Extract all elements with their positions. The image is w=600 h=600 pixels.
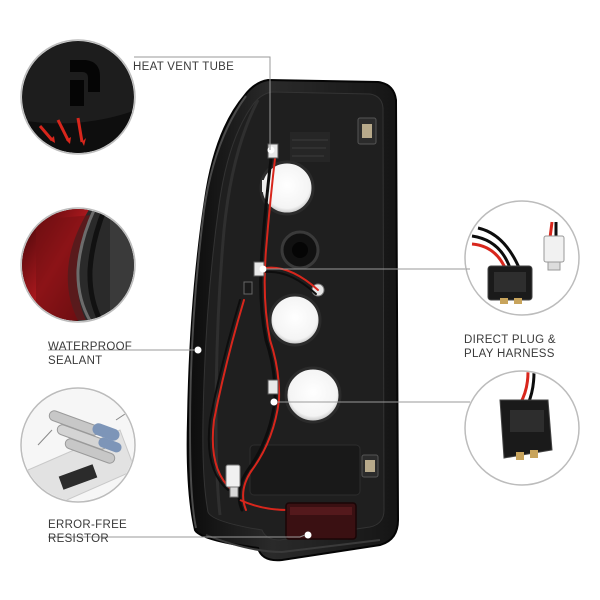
- bulb-socket-bottom: [284, 366, 342, 424]
- waterproof-sealant-label: WATERPROOF SEALANT: [48, 341, 133, 367]
- error-free-resistor-label: ERROR-FREE RESISTOR: [48, 519, 128, 545]
- right-connector-lines: [466, 268, 470, 403]
- heat-vent-tube-label: HEAT VENT TUBE: [133, 61, 235, 73]
- harness-plug-closeup-top: [464, 200, 580, 316]
- bulb-socket-empty: [280, 230, 320, 270]
- connector-mid: [243, 281, 253, 295]
- callout-lines: [48, 56, 466, 538]
- inline-connector: [225, 464, 241, 498]
- heat-vent-tube-closeup: [20, 39, 136, 155]
- wire-harness: [207, 148, 319, 512]
- waterproof-sealant-closeup: [20, 207, 136, 323]
- direct-plug-harness-label: DIRECT PLUG & PLAY HARNESS: [464, 334, 556, 360]
- connector-lower: [267, 379, 279, 395]
- callout-markers: [194, 146, 312, 539]
- harness-plug-closeup-bottom: [464, 370, 580, 486]
- resistor-block: [239, 499, 357, 540]
- error-free-resistor-closeup: [20, 387, 136, 503]
